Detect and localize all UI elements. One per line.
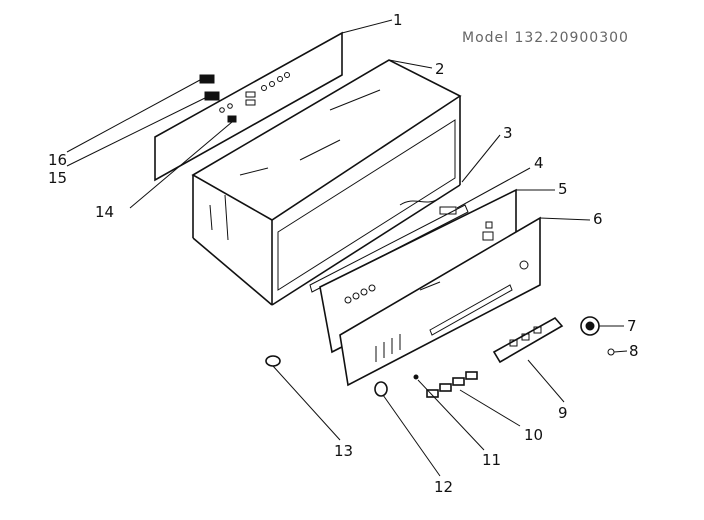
callout-10: 10: [524, 426, 543, 444]
foot: [265, 355, 281, 367]
model-number: Model 132.20900300: [462, 30, 629, 46]
front-faceplate: [339, 216, 541, 387]
callout-12: 12: [434, 478, 453, 496]
terminal-15: [204, 91, 220, 101]
callout-9: 9: [558, 404, 568, 422]
rear-panel: [154, 31, 343, 182]
callout-1: 1: [393, 11, 403, 29]
washer: [374, 381, 388, 397]
callout-15: 15: [48, 169, 67, 187]
callout-4: 4: [534, 154, 544, 172]
leader-lines: [66, 19, 628, 477]
callout-5: 5: [558, 180, 568, 198]
callout-labels: 1 2 3 4 5 6 7 8 9 10 11 12 13 14 15 16: [48, 11, 639, 496]
terminal-16: [199, 74, 215, 84]
callout-14: 14: [95, 203, 114, 221]
callout-11: 11: [482, 451, 501, 469]
callout-2: 2: [435, 60, 445, 78]
slide-lever: [492, 316, 564, 364]
callout-16: 16: [48, 151, 67, 169]
callout-6: 6: [593, 210, 603, 228]
circuit-board: [309, 204, 469, 293]
push-buttons: [426, 371, 478, 398]
callout-3: 3: [503, 124, 513, 142]
callout-13: 13: [334, 442, 353, 460]
small-screw: [413, 374, 419, 380]
tuning-knob: [580, 316, 600, 336]
cabinet: [191, 59, 462, 306]
callout-7: 7: [627, 317, 637, 335]
callout-8: 8: [629, 342, 639, 360]
knob-screw: [607, 348, 615, 356]
